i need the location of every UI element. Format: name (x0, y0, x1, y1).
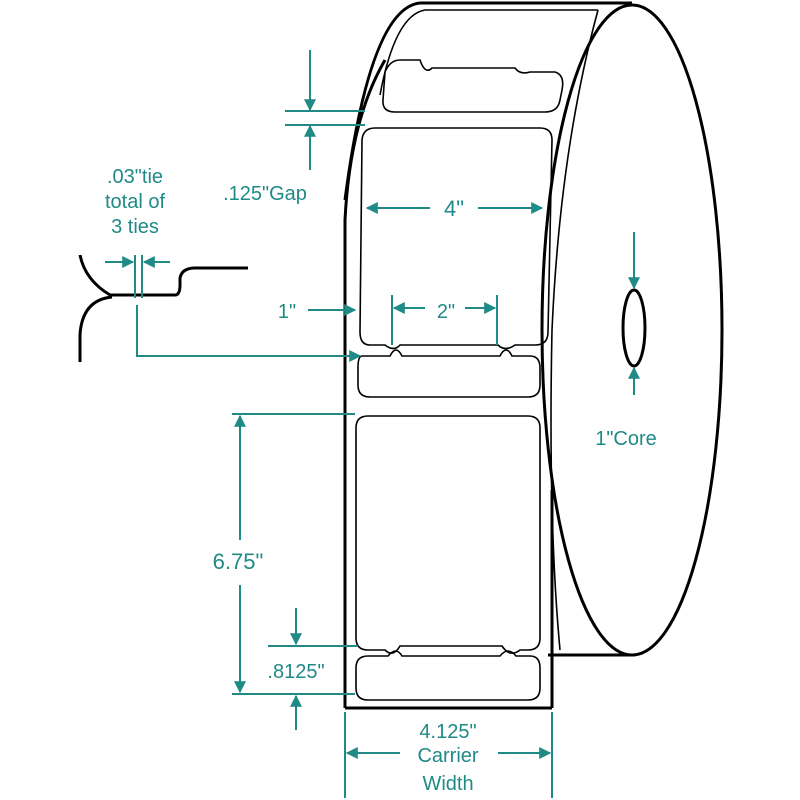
core-label: 1"Core (595, 428, 657, 450)
notch-depth-dimension (268, 608, 358, 730)
roll-inner-top-edge (379, 9, 598, 96)
gap-dimension (285, 50, 365, 170)
tie-label-line1: .03"tie (107, 166, 163, 188)
offset-label: 1" (278, 301, 296, 323)
tie-detail-outline (78, 254, 248, 297)
roll-side-disc (540, 3, 724, 657)
gap-label: .125"Gap (223, 183, 307, 205)
label-web (343, 59, 564, 710)
carrier-width-value: 4.125" (419, 721, 476, 743)
tie-label-line3: 3 ties (111, 216, 159, 238)
tie-leader-line (136, 305, 362, 362)
carrier-width-dimension (344, 712, 553, 798)
label-height-dimension (232, 413, 355, 695)
label-top-partial (382, 59, 564, 113)
carrier-width-line3: Width (422, 773, 473, 795)
roll-wrap-curve (550, 9, 599, 651)
roll-top-edge (343, 1, 632, 201)
notch-depth-label: .8125" (267, 661, 324, 683)
tie-label-line2: total of (105, 191, 165, 213)
notch-width-dimension (391, 295, 498, 345)
tie-detail-lower-curve (78, 295, 113, 362)
core-hole (621, 288, 647, 368)
label-middle-short (357, 349, 541, 398)
carrier-strip (343, 59, 554, 708)
tie-detail (78, 254, 362, 362)
roll (343, 1, 724, 657)
label-bottom-partial (355, 650, 541, 701)
label-upper (359, 127, 553, 350)
label-lower (355, 415, 541, 654)
notch-width-label: 2" (437, 301, 455, 323)
carrier-width-line2: Carrier (417, 745, 478, 767)
label-height-text: 6.75" (213, 549, 264, 574)
label-width-text: 4" (444, 196, 464, 221)
